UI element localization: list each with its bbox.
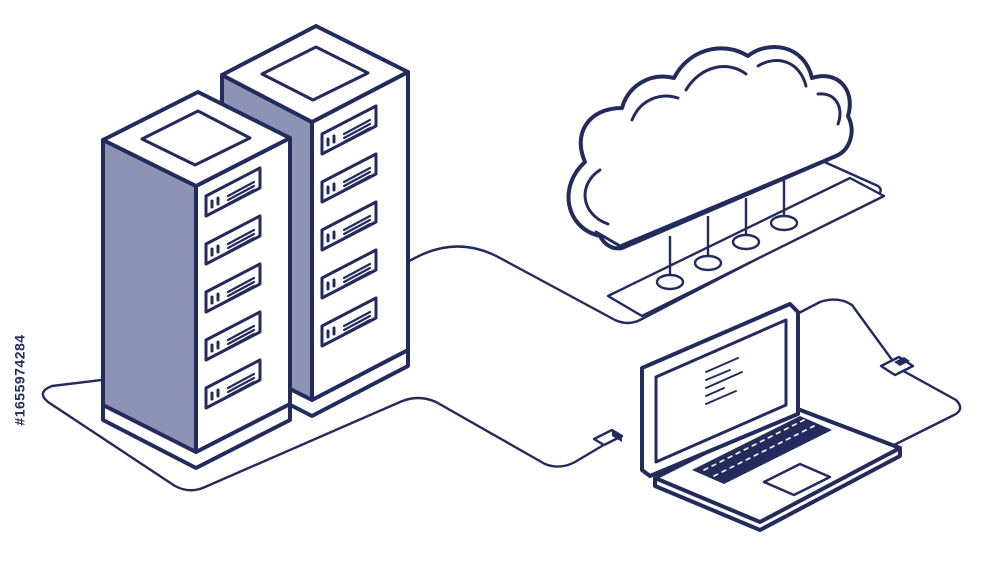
laptop-keyboard bbox=[692, 416, 832, 484]
cable-server-to-laptop bbox=[41, 376, 614, 492]
cable-connector bbox=[592, 428, 624, 447]
cloud-icon bbox=[566, 45, 854, 251]
cable-connector bbox=[879, 355, 915, 377]
server-rack-front bbox=[101, 90, 292, 470]
laptop-screen bbox=[654, 318, 788, 464]
stock-id-label: #1655974284 bbox=[2, 300, 38, 460]
laptop-icon bbox=[640, 302, 902, 532]
cloud-bus bbox=[606, 176, 886, 318]
stock-id-text: #1655974284 bbox=[12, 334, 28, 426]
laptop-touchpad bbox=[762, 462, 832, 497]
